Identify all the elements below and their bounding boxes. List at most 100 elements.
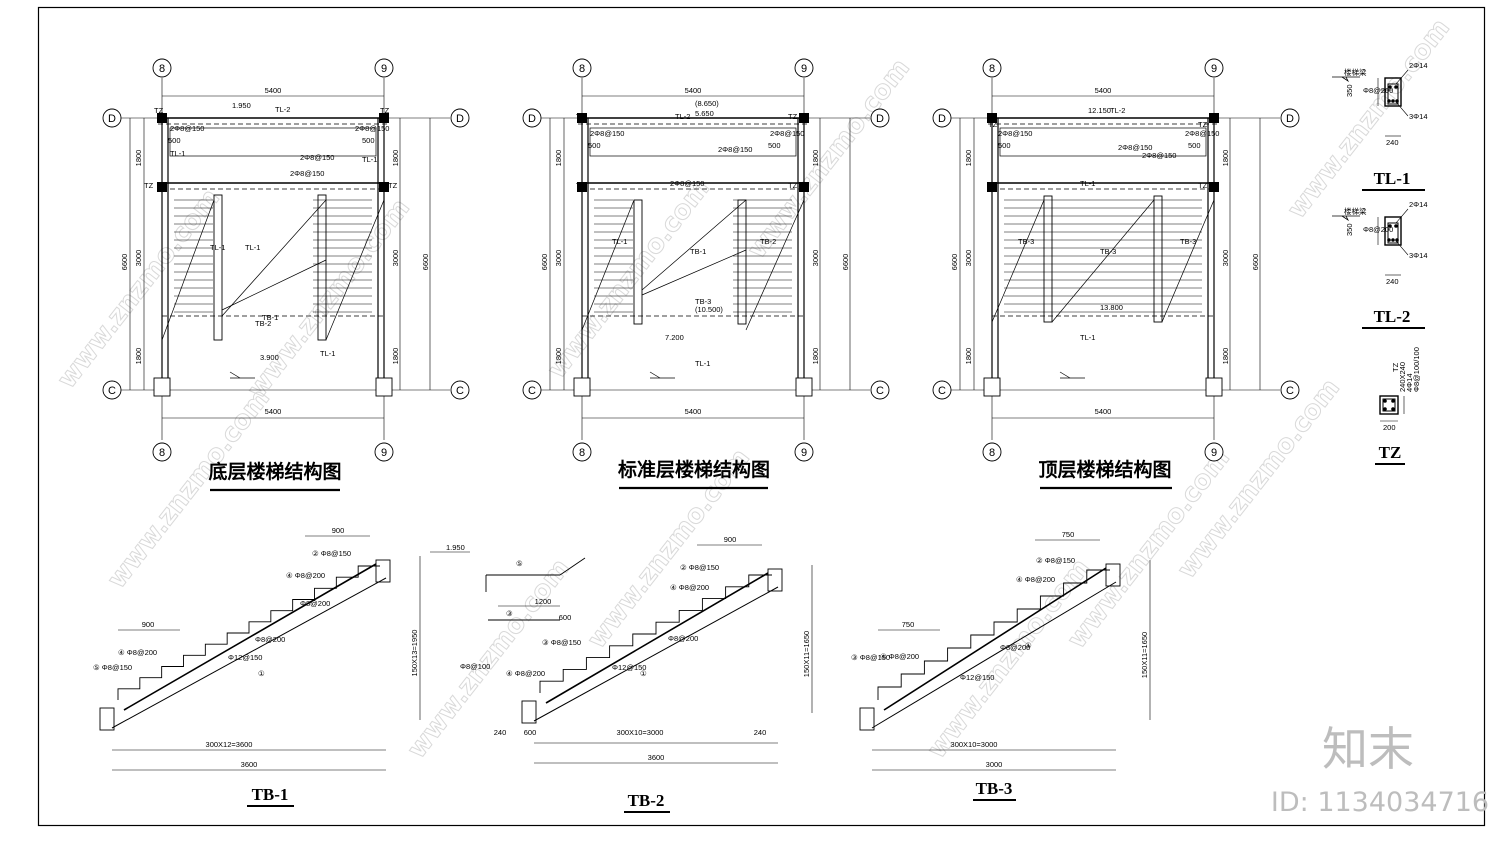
grid-bubble	[522, 380, 542, 400]
dimension-run: 240	[494, 728, 507, 737]
column-tz	[157, 182, 167, 192]
arrow-symbol	[229, 371, 241, 379]
stair-steps	[877, 569, 1110, 700]
column-tz	[1209, 113, 1219, 123]
dimension-left: 3000	[554, 250, 563, 267]
rebar-annotation: ② Φ8@150	[680, 563, 719, 572]
grid-bubble	[982, 58, 1002, 78]
dimension-total: 3600	[648, 753, 665, 762]
grid-label: C	[528, 385, 536, 397]
landing-slab	[589, 127, 797, 157]
plan-annotation: 2Φ8@150	[770, 129, 804, 138]
column-tz	[379, 182, 389, 192]
grid-bubble	[870, 380, 890, 400]
stair-flight-line	[581, 199, 635, 331]
plan-annotation: TZ	[388, 181, 398, 190]
dimension-right: 1800	[391, 348, 400, 365]
dimension-top: 900	[724, 535, 737, 544]
plan-annotation: TL-1	[170, 149, 185, 158]
grid-label: 8	[579, 63, 585, 75]
plan-title-top: 顶层楼梯结构图	[1038, 458, 1171, 481]
svg-text:240: 240	[1386, 138, 1399, 147]
support-beam	[375, 559, 391, 583]
plan-annotation: 2Φ8@150	[670, 179, 704, 188]
plan-annotation: TZ	[988, 120, 998, 129]
dimension-right: 3000	[1221, 250, 1230, 267]
grid-bubble	[932, 380, 952, 400]
plan-annotation: 2Φ8@150	[718, 145, 752, 154]
arrow-symbol	[1059, 371, 1071, 379]
stair-slab-bottom	[871, 581, 1117, 729]
stair-flight-line	[221, 259, 327, 311]
dimension-top: 5400	[685, 86, 702, 95]
svg-text:2Φ14: 2Φ14	[1409, 61, 1428, 70]
grid-label: C	[938, 385, 946, 397]
rebar-annotation: Φ12@150	[612, 663, 646, 672]
dimension-right: 1800	[811, 348, 820, 365]
grid-label: D	[108, 113, 116, 125]
grid-bubble	[102, 380, 122, 400]
dimension-left: 1800	[554, 348, 563, 365]
dimension-bottom: 900	[142, 620, 155, 629]
stair-flight-line	[745, 199, 805, 331]
rebar-main	[883, 567, 1107, 711]
watermark-text: www.znzmo.com	[542, 173, 716, 384]
rebar-annotation: Φ8@200	[300, 599, 330, 608]
id-watermark: ID: 1134034716	[1271, 787, 1489, 818]
support-beam	[99, 707, 115, 731]
plan-annotation: (10.500)	[695, 305, 723, 314]
plan-annotation: TZ	[380, 106, 390, 115]
stair-flight-line	[991, 199, 1045, 323]
plan-annotation: TL-1	[320, 349, 335, 358]
dimension-landing: 600	[559, 613, 572, 622]
dimension-left-total: 6600	[120, 254, 129, 271]
dimension-left: 1800	[134, 150, 143, 167]
plan-annotation: 2Φ8@150	[590, 129, 624, 138]
stair-title-tb2: TB-2	[628, 791, 665, 810]
plan-annotation: TL-1	[210, 243, 225, 252]
watermark-text: www.znzmo.com	[402, 553, 576, 764]
watermark-text: www.znzmo.com	[102, 383, 276, 594]
dimension-run: 300X10=3000	[617, 728, 664, 737]
grid-bubble	[450, 380, 470, 400]
svg-text:TZ: TZ	[1379, 443, 1402, 462]
grid-bubble	[1204, 58, 1224, 78]
watermark-text: www.znzmo.com	[242, 193, 416, 404]
plan-annotation: TZ	[576, 181, 586, 190]
plan-annotation: (8.650)	[695, 99, 719, 108]
column-footing	[153, 377, 171, 397]
grid-label: 8	[989, 447, 995, 459]
plan-annotation: TB-3	[1180, 237, 1196, 246]
dimension-left: 1800	[134, 348, 143, 365]
watermark-text: www.znzmo.com	[1282, 13, 1456, 224]
svg-text:200: 200	[1383, 423, 1396, 432]
plan-annotation: TZ	[1198, 120, 1208, 129]
dimension-bottom: 5400	[1095, 407, 1112, 416]
plan-annotation: 2Φ8@150	[290, 169, 324, 178]
dimension-left-total: 6600	[540, 254, 549, 271]
plan-annotation: TL-1	[245, 243, 260, 252]
grid-label: D	[876, 113, 884, 125]
grid-label: 9	[801, 447, 807, 459]
grid-label: D	[938, 113, 946, 125]
support-beam	[521, 700, 537, 724]
rebar-annotation: ⑤ Φ8@150	[93, 663, 132, 672]
grid-label: D	[528, 113, 536, 125]
grid-label: 9	[381, 447, 387, 459]
plan-annotation: 12.150	[1088, 106, 1111, 115]
dimension-top: 900	[332, 526, 345, 535]
rebar-annotation: Φ12@150	[960, 673, 994, 682]
grid-bubble	[152, 442, 172, 462]
stair-well-bar	[317, 194, 327, 341]
grid-bubble	[450, 108, 470, 128]
dimension-right: 3000	[391, 250, 400, 267]
dimension-right-total: 6600	[421, 254, 430, 271]
plan-annotation: 1.950	[232, 101, 251, 110]
grid-label: 9	[381, 63, 387, 75]
plan-annotation: 500	[768, 141, 781, 150]
